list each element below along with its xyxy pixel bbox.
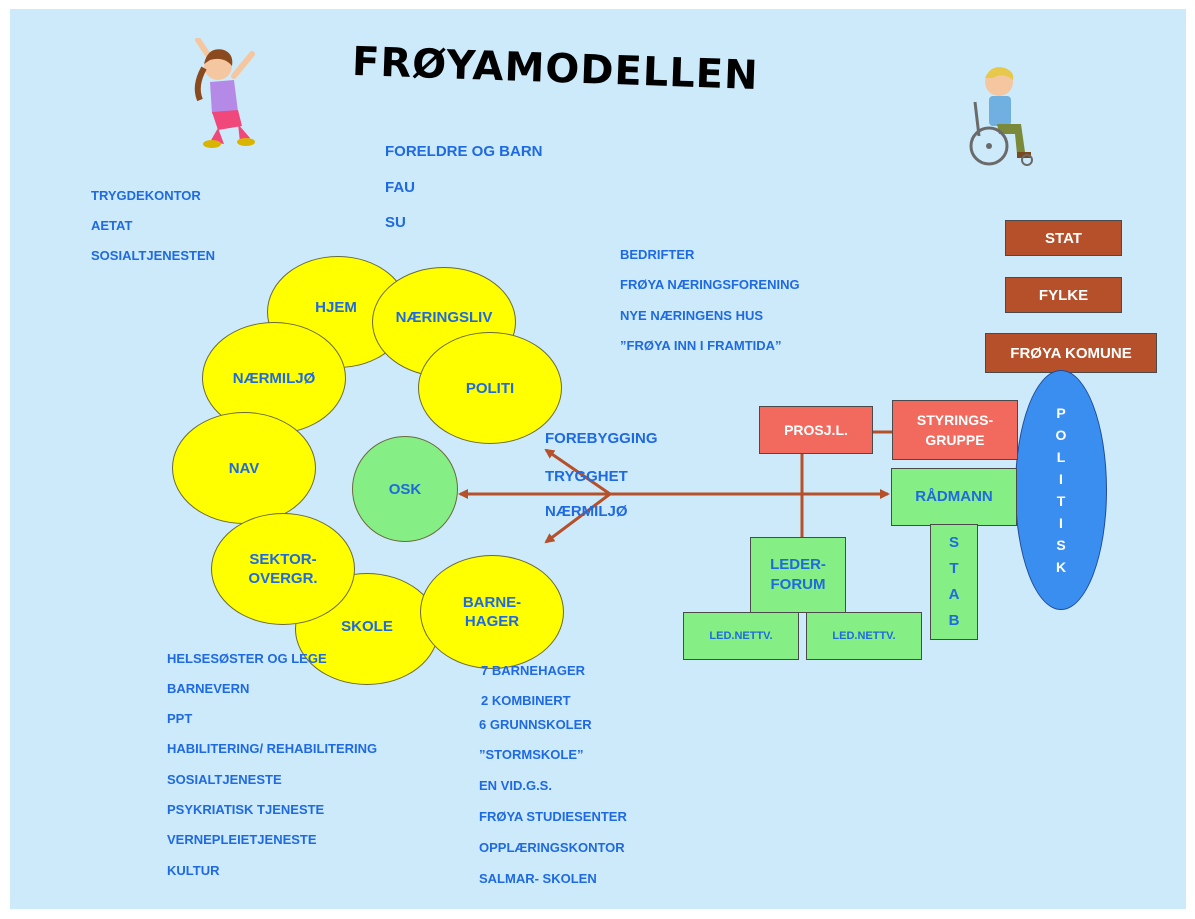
ellipse-naermiljo-label: NÆRMILJØ — [232, 369, 316, 387]
ellipse-barnehager: BARNE- HAGER — [420, 555, 564, 669]
ellipse-osk: OSK — [352, 436, 458, 542]
label-7-barnehager: 7 BARNEHAGER — [481, 663, 586, 678]
stab-letter-a: A — [948, 586, 960, 603]
label-stormskole: ”STORMSKOLE” — [479, 747, 584, 762]
ellipse-politi: POLITI — [418, 332, 562, 444]
label-bedrifter: BEDRIFTER — [620, 247, 695, 262]
stab-letter-t: T — [949, 560, 959, 577]
ellipse-sektor-overgr: SEKTOR- OVERGR. — [211, 513, 355, 625]
label-sosialtjeneste: SOSIALTJENESTE — [167, 772, 282, 787]
politisk-letter-7: S — [1056, 537, 1066, 553]
politisk-letter-3: L — [1056, 449, 1066, 465]
politisk-letter-4: I — [1059, 471, 1063, 487]
politisk-letter-1: P — [1056, 405, 1066, 421]
box-froya-komune: FRØYA KOMUNE — [985, 333, 1157, 373]
label-ppt: PPT — [167, 711, 193, 726]
politisk-letter-2: O — [1055, 427, 1067, 443]
ellipse-sektor-overgr-label: SEKTOR- OVERGR. — [248, 551, 318, 587]
label-opplaeringskontor: OPPLÆRINGSKONTOR — [479, 840, 625, 855]
ellipse-nav-label: NAV — [228, 459, 260, 477]
label-trygghet: TRYGGHET — [545, 468, 628, 485]
label-su: SU — [385, 214, 406, 231]
box-styringsgruppe: STYRINGS- GRUPPE — [892, 400, 1018, 460]
arrow-down-left — [544, 492, 611, 544]
label-aetat: AETAT — [91, 218, 133, 233]
box-stat: STAT — [1005, 220, 1122, 256]
label-froya-naeringsforening: FRØYA NÆRINGSFORENING — [620, 277, 800, 292]
label-trygdekontor: TRYGDEKONTOR — [91, 188, 201, 203]
label-2-kombinert: 2 KOMBINERT — [481, 693, 571, 708]
label-nye-naeringens-hus: NYE NÆRINGENS HUS — [620, 308, 764, 323]
box-radmann: RÅDMANN — [891, 468, 1017, 526]
box-lednettv-2: LED.NETTV. — [806, 612, 922, 660]
girl-jumping-clipart — [194, 38, 255, 148]
label-kultur: KULTUR — [167, 863, 220, 878]
ellipse-politisk: P O L I T I S K — [1015, 370, 1107, 610]
ellipse-osk-label: OSK — [388, 480, 422, 498]
ellipse-politi-label: POLITI — [465, 379, 515, 397]
politisk-letter-6: I — [1059, 515, 1063, 531]
box-fylke: FYLKE — [1005, 277, 1122, 313]
ellipse-naeringsliv-label: NÆRINGSLIV — [395, 308, 493, 326]
label-foreldre-og-barn: FORELDRE OG BARN — [385, 143, 543, 160]
label-fau: FAU — [385, 179, 415, 196]
label-froya-inn-i-framtida: ”FRØYA INN I FRAMTIDA” — [620, 338, 782, 353]
politisk-letter-8: K — [1055, 559, 1067, 575]
box-stab: S T A B — [930, 524, 978, 640]
label-helsesoster-og-lege: HELSESØSTER OG LEGE — [167, 651, 327, 666]
label-en-vidgs: EN VID.G.S. — [479, 778, 552, 793]
label-sosialtjenesten: SOSIALTJENESTEN — [91, 248, 216, 263]
box-lederforum: LEDER- FORUM — [750, 537, 846, 613]
label-naermiljo-center: NÆRMILJØ — [545, 503, 628, 520]
label-habilitering: HABILITERING/ REHABILITERING — [167, 741, 378, 756]
label-froya-studiesenter: FRØYA STUDIESENTER — [479, 809, 627, 824]
label-barnevern: BARNEVERN — [167, 681, 250, 696]
ellipse-hjem-label: HJEM — [315, 298, 357, 316]
label-vernepleietjeneste: VERNEPLEIETJENESTE — [167, 832, 317, 847]
label-forebygging: FOREBYGGING — [545, 430, 658, 447]
politisk-letter-5: T — [1056, 493, 1066, 509]
label-6-grunnskoler: 6 GRUNNSKOLER — [479, 717, 592, 732]
arrow-up-left — [544, 448, 611, 496]
label-salmar-skolen: SALMAR- SKOLEN — [479, 871, 597, 886]
stab-letter-s: S — [948, 534, 959, 551]
ellipse-barnehager-label: BARNE- HAGER — [462, 594, 522, 630]
ellipse-skole-label: SKOLE — [341, 618, 393, 635]
label-psykriatisk-tjeneste: PSYKRIATISK TJENESTE — [167, 802, 325, 817]
box-prosjl: PROSJ.L. — [759, 406, 873, 454]
boy-wheelchair-clipart — [969, 67, 1033, 166]
stab-letter-b: B — [948, 612, 960, 629]
ellipse-nav: NAV — [172, 412, 316, 524]
box-lednettv-1: LED.NETTV. — [683, 612, 799, 660]
